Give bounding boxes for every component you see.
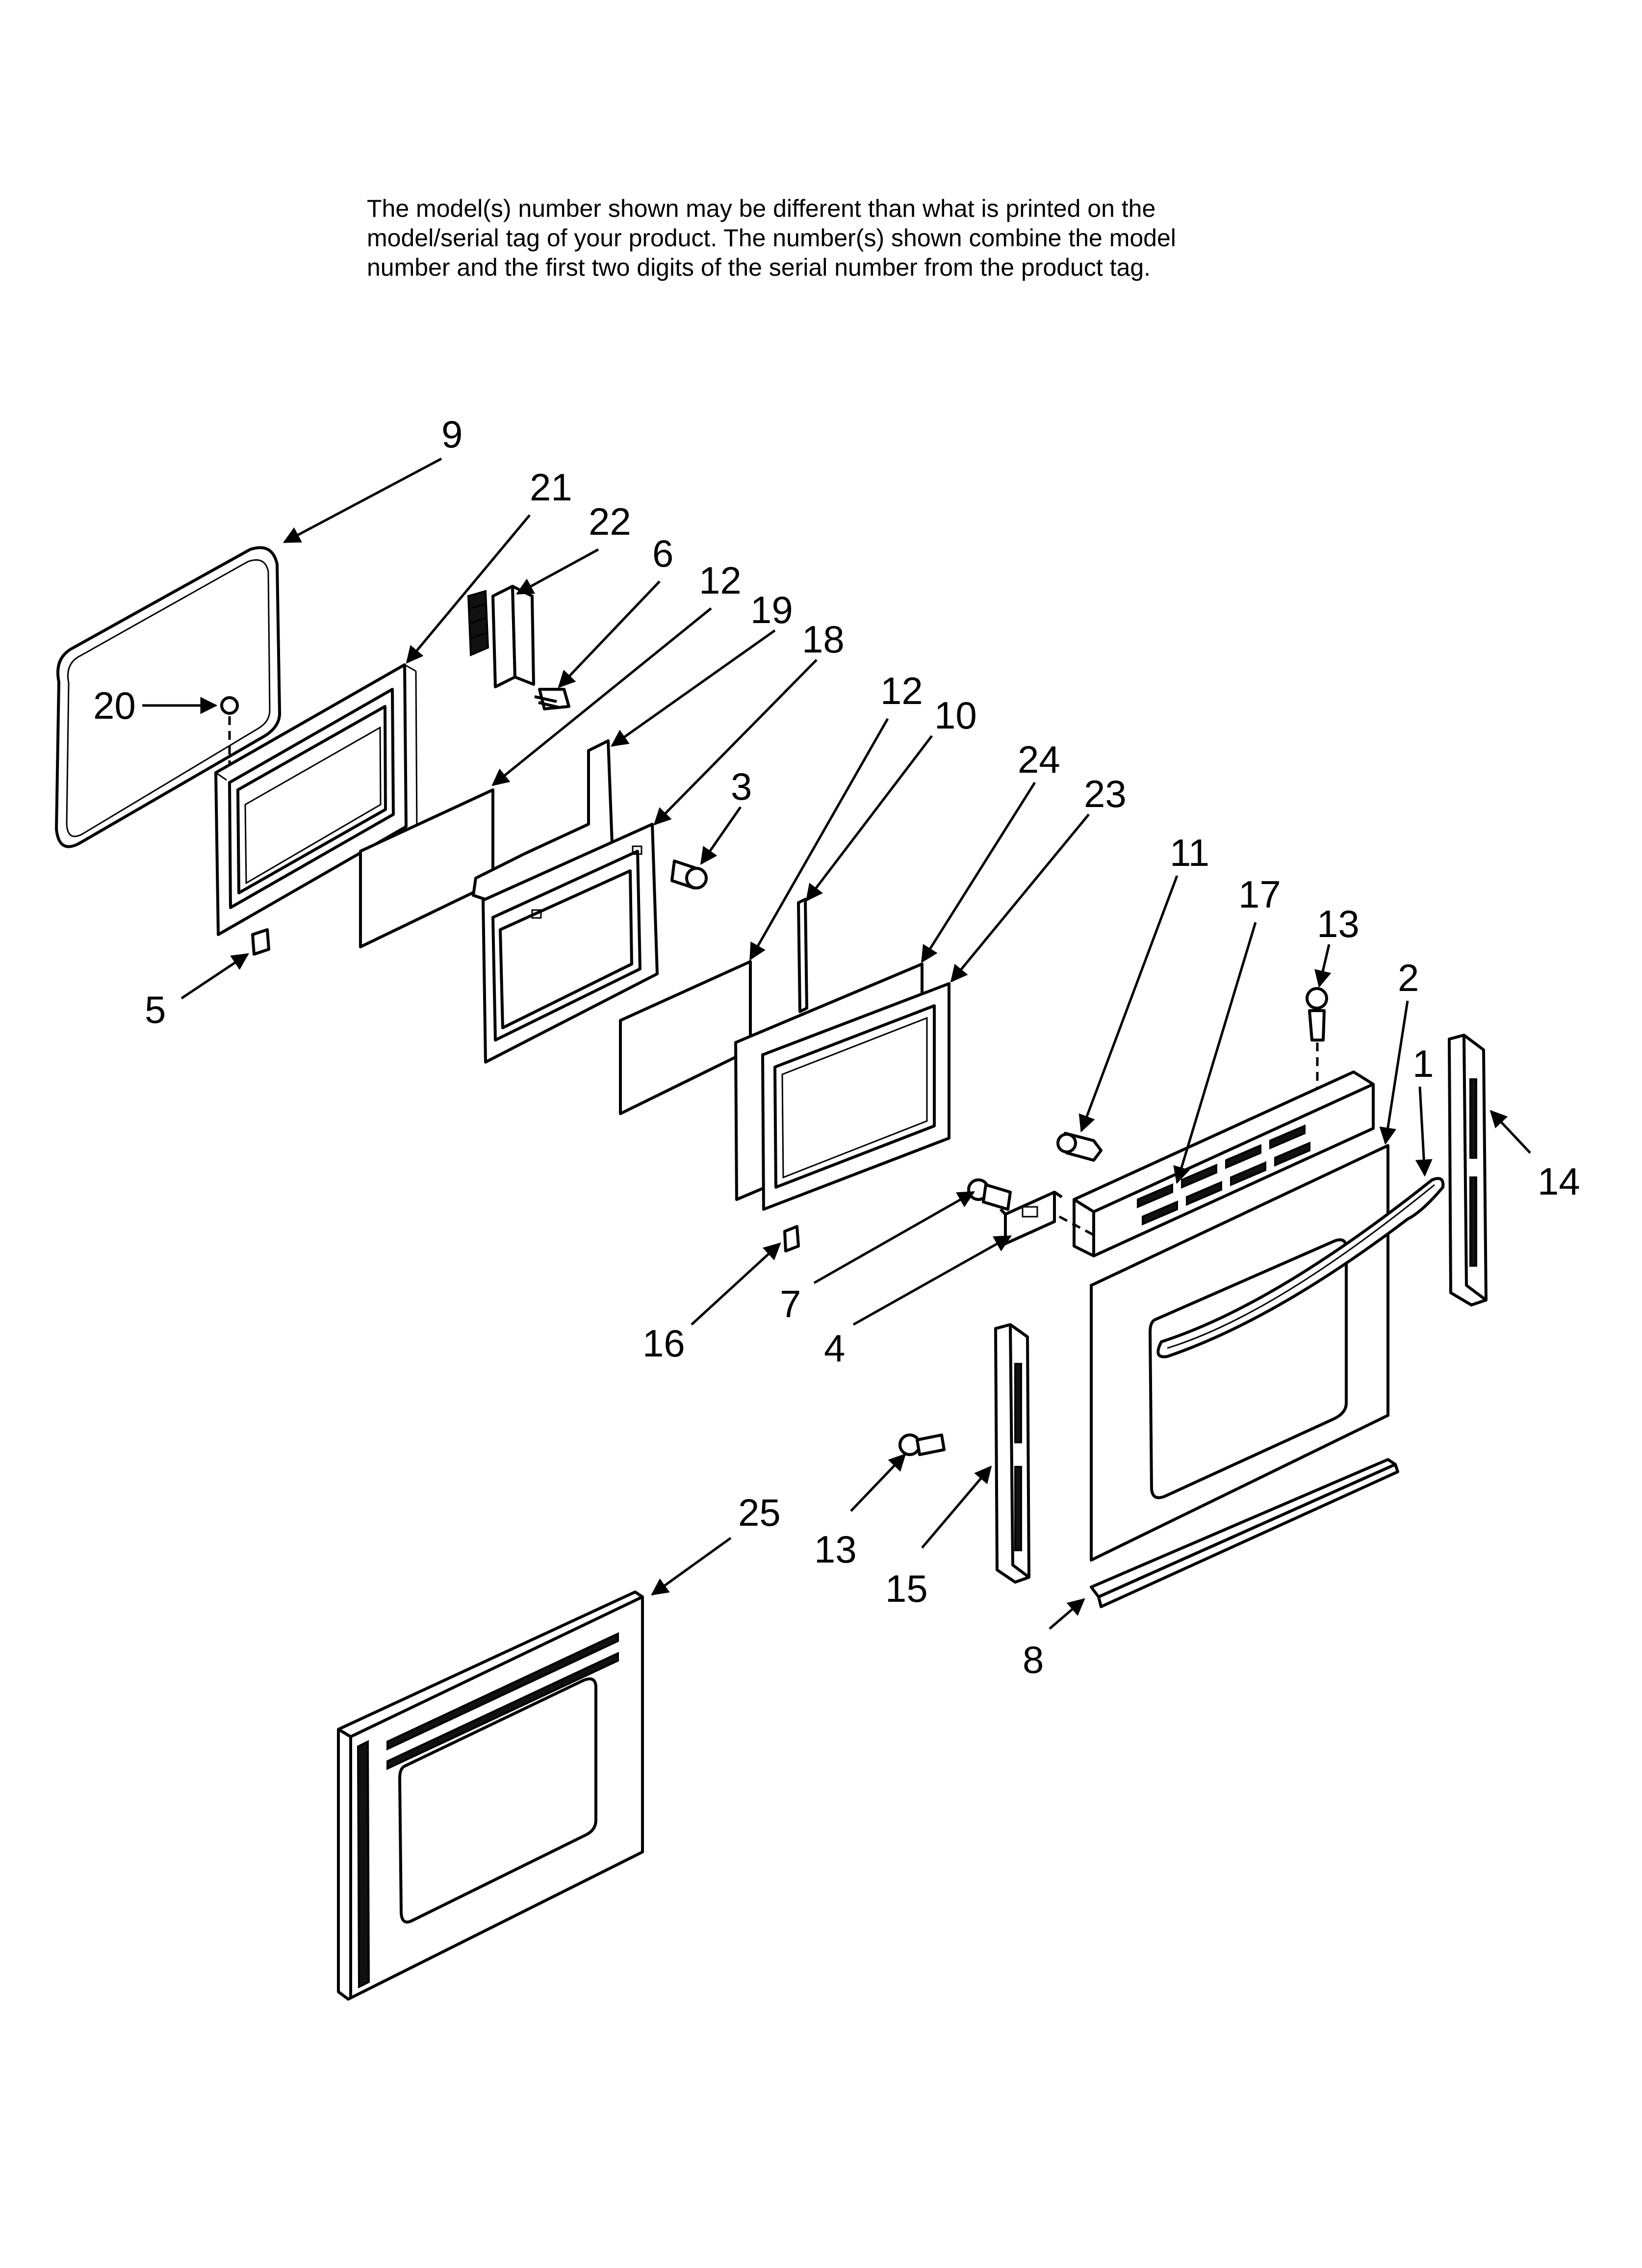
callout-12-upper: 12 xyxy=(699,559,742,602)
note-line-3: number and the first two digits of the s… xyxy=(367,254,1151,281)
part-left-side-trim xyxy=(994,1323,1030,1584)
callout-6: 6 xyxy=(652,532,673,575)
model-number-note: The model(s) number shown may be differe… xyxy=(367,195,1176,281)
part-screw-13-upper xyxy=(1306,987,1328,1089)
callout-10: 10 xyxy=(934,694,977,737)
part-door-liner xyxy=(482,823,659,1064)
part-hinge-bracket xyxy=(999,1191,1097,1245)
part-outer-door-panel xyxy=(1090,1144,1389,1562)
callout-22: 22 xyxy=(589,500,631,543)
part-screw-13-lower xyxy=(898,1434,946,1456)
part-screw-3 xyxy=(670,860,708,889)
callout-24: 24 xyxy=(1018,738,1060,781)
callout-14: 14 xyxy=(1538,1160,1580,1203)
callout-13-upper: 13 xyxy=(1317,902,1360,945)
callout-23: 23 xyxy=(1084,772,1127,815)
callout-16: 16 xyxy=(642,1322,685,1365)
callout-5: 5 xyxy=(145,988,166,1031)
part-glass-spacer xyxy=(797,898,808,1013)
part-clip-16 xyxy=(783,1225,800,1252)
part-door-gasket xyxy=(55,546,282,848)
part-screw-7 xyxy=(967,1178,1012,1211)
part-top-vent-trim xyxy=(1073,1070,1375,1257)
callout-21: 21 xyxy=(530,466,572,509)
part-inner-door-frame xyxy=(214,663,418,936)
callout-25: 25 xyxy=(738,1491,781,1534)
callout-labels: 9 21 22 6 12 19 18 12 10 24 23 3 20 5 11… xyxy=(93,413,1580,1681)
leader-lines xyxy=(142,457,1531,1630)
part-door-gasket-inner xyxy=(66,559,271,837)
part-window-frame xyxy=(761,982,950,1211)
part-bottom-trim xyxy=(1090,1458,1399,1608)
callout-1: 1 xyxy=(1412,1042,1434,1085)
callout-8: 8 xyxy=(1023,1638,1044,1681)
callout-3: 3 xyxy=(731,765,752,808)
part-door-handle xyxy=(1156,1177,1445,1358)
callout-17: 17 xyxy=(1238,873,1281,916)
callout-9: 9 xyxy=(441,413,462,456)
part-screw-11 xyxy=(1056,1132,1103,1162)
part-door-assembly xyxy=(337,1590,644,2001)
part-clip-5 xyxy=(251,928,270,956)
note-line-2: model/serial tag of your product. The nu… xyxy=(367,224,1176,252)
note-line-1: The model(s) number shown may be differe… xyxy=(367,195,1155,222)
callout-19: 19 xyxy=(750,588,793,631)
part-latch-bracket xyxy=(467,585,535,688)
part-right-side-trim xyxy=(1448,1034,1488,1306)
callout-4: 4 xyxy=(824,1327,845,1370)
callout-11: 11 xyxy=(1170,831,1209,874)
callout-13-lower: 13 xyxy=(814,1528,857,1571)
callout-7: 7 xyxy=(780,1282,801,1326)
callout-2: 2 xyxy=(1398,956,1419,999)
callout-20: 20 xyxy=(93,684,136,727)
callout-12-middle: 12 xyxy=(880,669,923,712)
callout-15: 15 xyxy=(885,1567,928,1610)
part-screw-6 xyxy=(534,688,570,710)
callout-18: 18 xyxy=(802,618,845,661)
